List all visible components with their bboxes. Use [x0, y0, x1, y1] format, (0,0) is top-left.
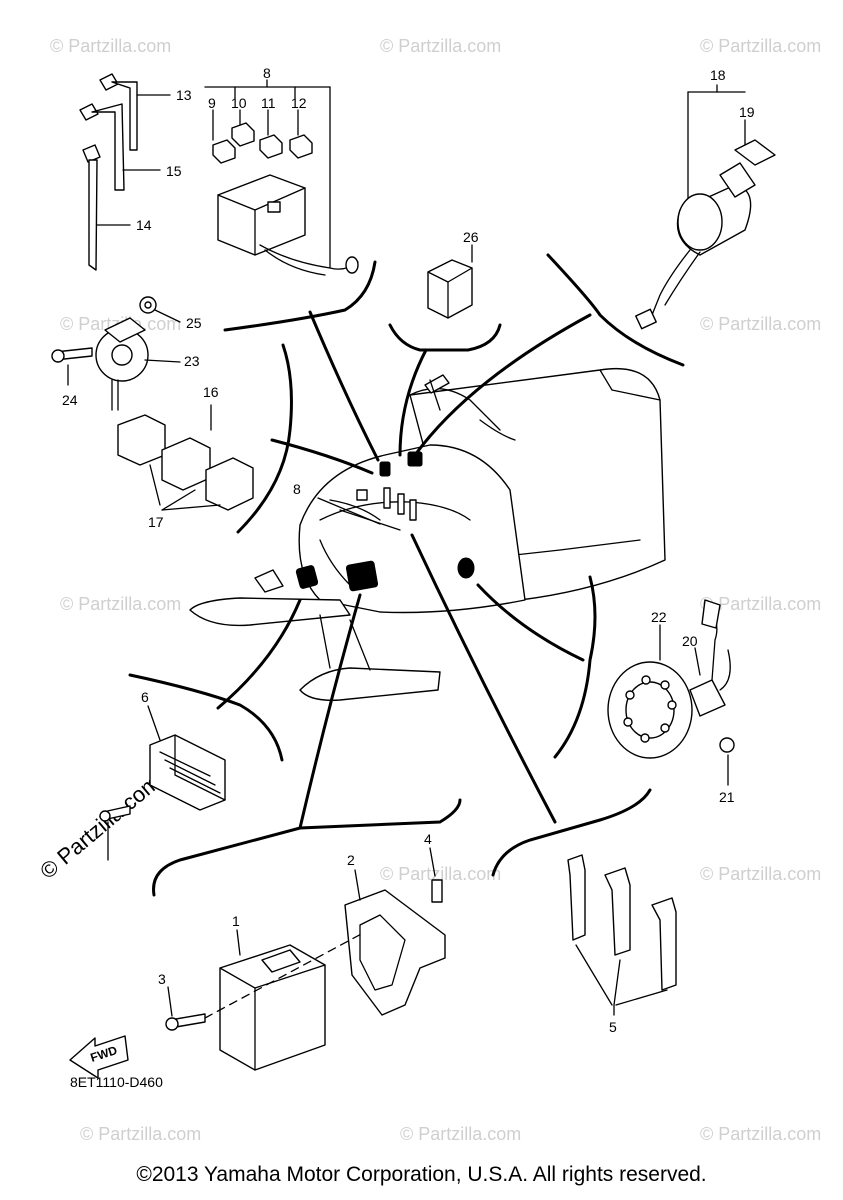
callout-15: 15 [166, 163, 182, 179]
callout-26: 26 [463, 229, 479, 245]
callout-9: 9 [208, 95, 216, 111]
cdi-unit-assembly [165, 847, 446, 1071]
diagram-code: 8ET1110-D460 [70, 1074, 163, 1090]
callout-6: 6 [141, 689, 149, 705]
watermark-text: © Partzilla.com [700, 36, 821, 56]
callout-19: 19 [739, 104, 755, 120]
leader-lines [216, 310, 592, 830]
callout-13: 13 [176, 87, 192, 103]
rectifier-regulator [99, 705, 226, 861]
cable-ties [79, 73, 171, 271]
callout-23: 23 [184, 353, 200, 369]
watermark-text: © Partzilla.com [700, 314, 821, 334]
callout-8: 8 [293, 481, 301, 497]
callout-3: 3 [158, 971, 166, 987]
watermark-text: © Partzilla.com [700, 1124, 821, 1144]
ignition-coils [117, 404, 254, 511]
callout-16: 16 [203, 384, 219, 400]
watermark-text: © Partzilla.com [380, 36, 501, 56]
callout-11: 11 [261, 95, 276, 111]
callout-22: 22 [651, 609, 667, 625]
watermark-text: © Partzilla.com [700, 594, 821, 614]
relay [427, 244, 473, 319]
watermark-text: © Partzilla.com [380, 864, 501, 884]
callout-21: 21 [719, 789, 735, 805]
watermark-text: © Partzilla.com [60, 594, 181, 614]
callout-4: 4 [424, 831, 432, 847]
watermark-text: © Partzilla.com [80, 1124, 201, 1144]
callout-numbers: 1 2 3 4 5 6 8 8 9 10 11 12 13 14 15 16 1… [62, 65, 755, 1035]
callout-20: 20 [682, 633, 698, 649]
fuse-box-assembly [204, 79, 359, 276]
callout-18: 18 [710, 67, 726, 83]
group-panel-brackets [128, 253, 685, 897]
callout-17: 17 [148, 514, 164, 530]
watermark-logo: © Partzilla.com [35, 769, 165, 883]
main-switch-assembly [635, 84, 776, 330]
callout-10: 10 [231, 95, 247, 111]
callout-2: 2 [347, 852, 355, 868]
callout-5: 5 [609, 1019, 617, 1035]
speed-sensor [51, 296, 181, 411]
callout-1: 1 [232, 913, 240, 929]
watermark-text: © Partzilla.com [400, 1124, 521, 1144]
callout-14: 14 [136, 217, 152, 233]
watermark-text: © Partzilla.com [700, 864, 821, 884]
plug-caps [567, 854, 677, 1016]
callout-24: 24 [62, 392, 78, 408]
watermark-text: © Partzilla.com [50, 36, 171, 56]
forward-arrow: FWD [69, 1035, 129, 1079]
callout-25: 25 [186, 315, 202, 331]
copyright-notice: ©2013 Yamaha Motor Corporation, U.S.A. A… [136, 1163, 707, 1186]
pickup-sensor-rotor [607, 599, 735, 786]
callout-12: 12 [291, 95, 307, 111]
callout-8: 8 [263, 65, 271, 81]
snowmobile-outline [189, 367, 666, 701]
